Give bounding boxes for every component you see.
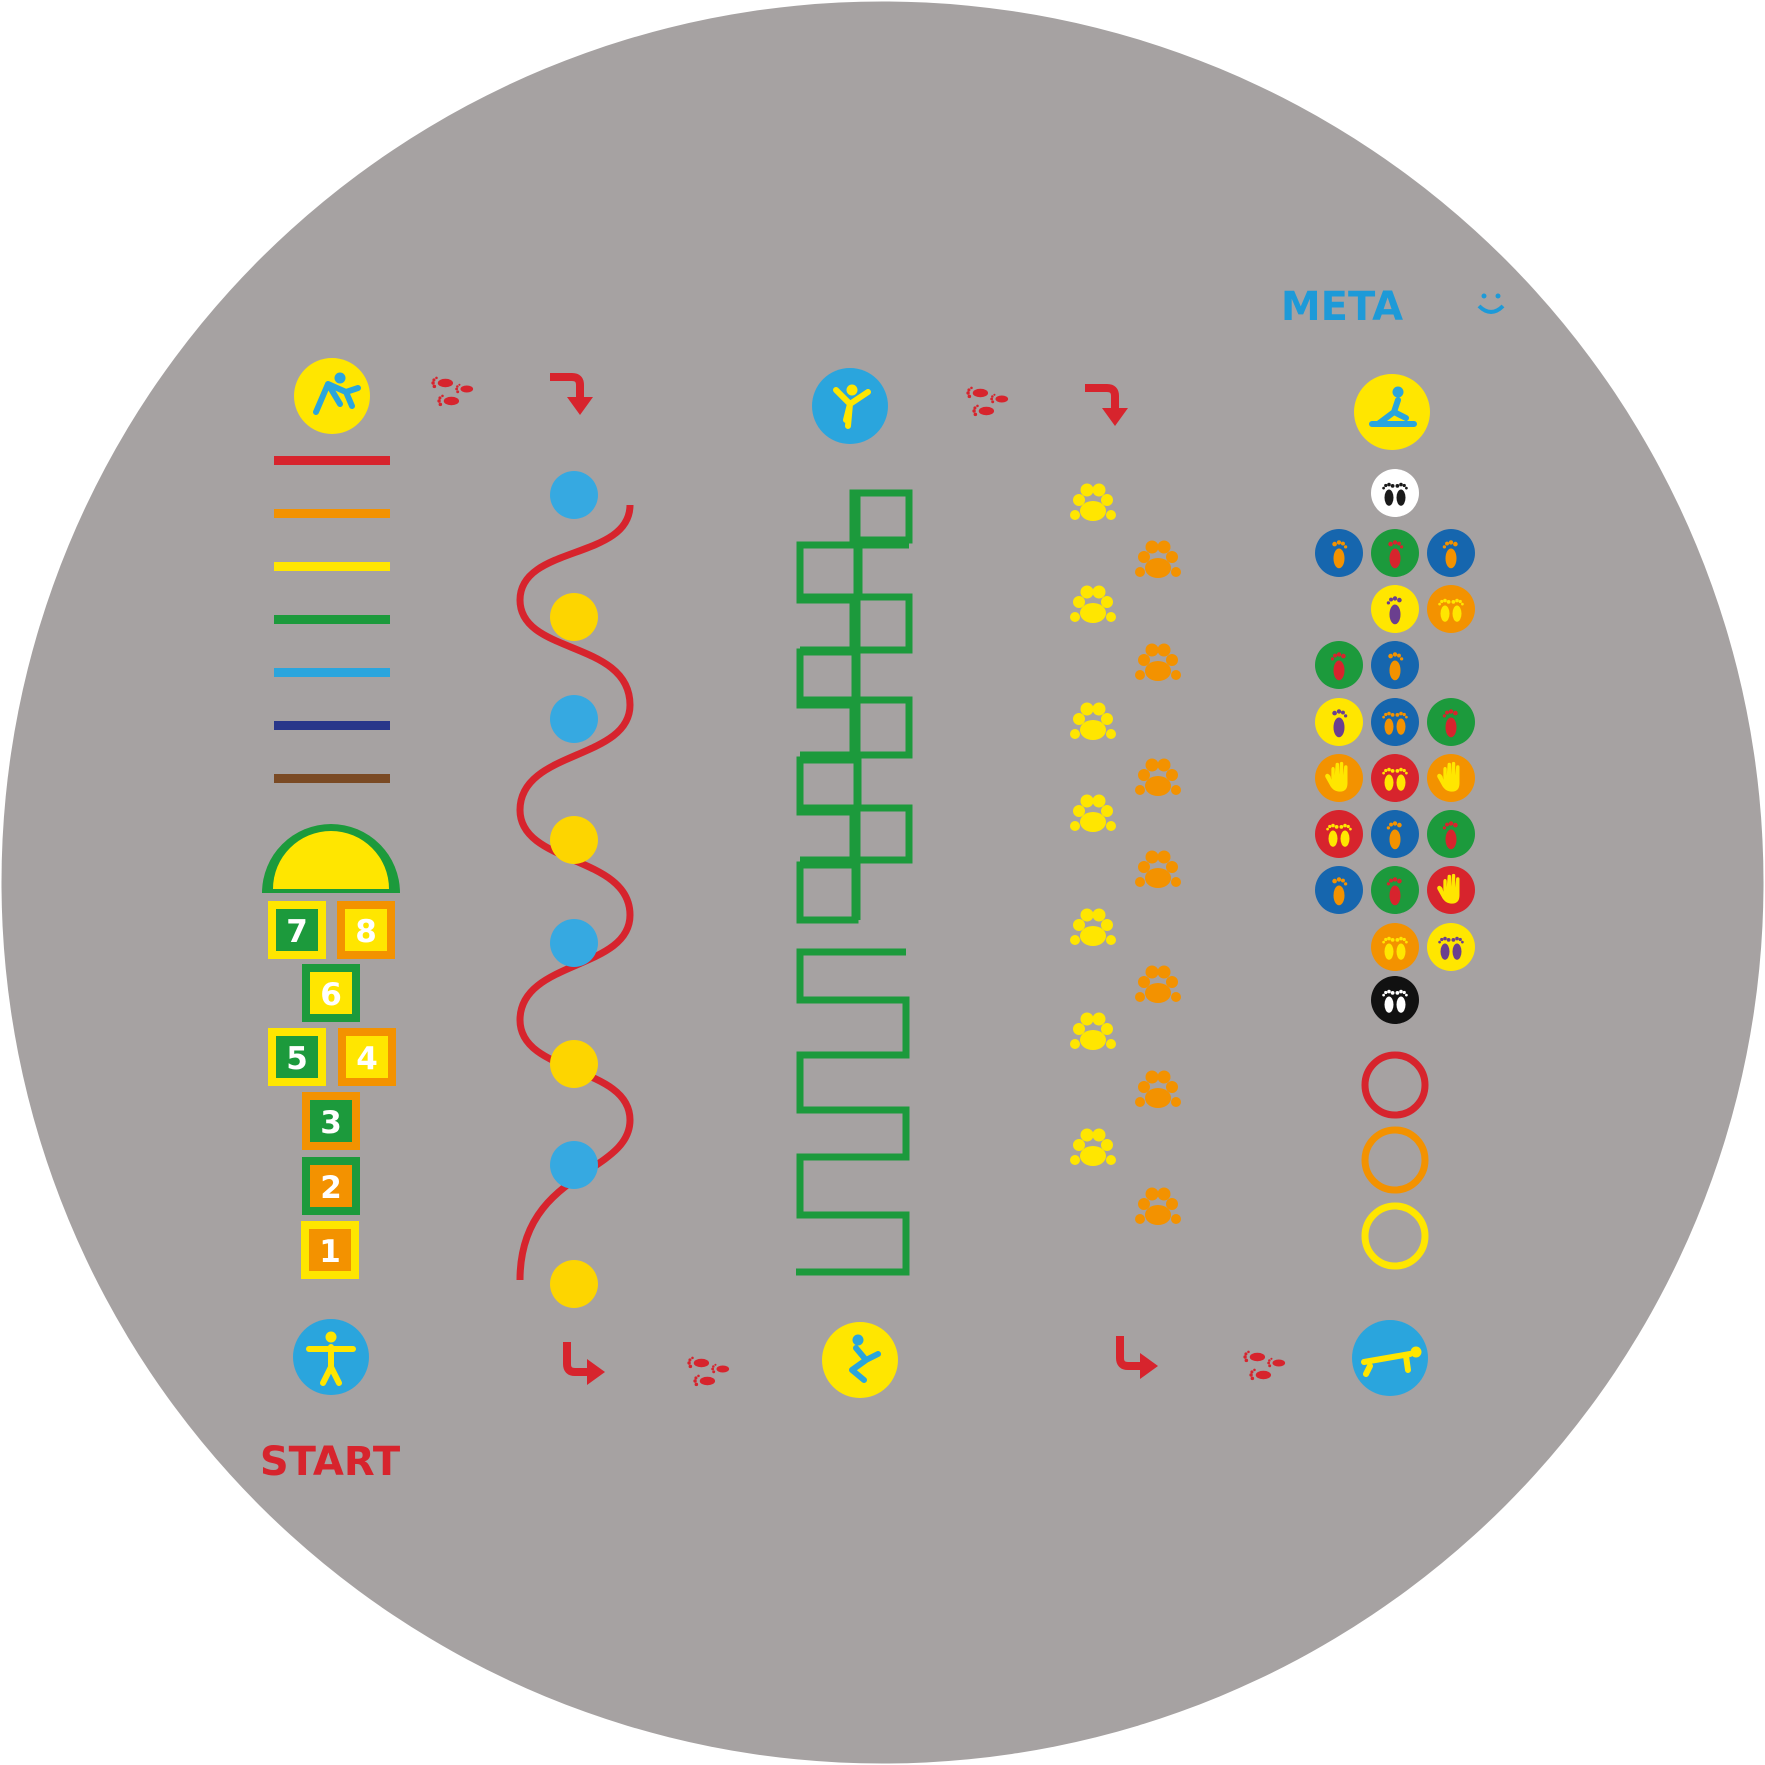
green-maze [796,489,913,1276]
squat-figure-icon [822,1322,898,1398]
hopscotch-number: 1 [319,1234,341,1270]
balance-line-green [274,615,390,624]
hopscotch-dome-fill [273,831,389,889]
wave-track [516,471,634,1308]
hopscotch-square-7: 7 [268,901,326,959]
balance-line-yellow [274,562,390,571]
hopscotch-number: 5 [286,1041,308,1077]
balance-lines [274,456,390,783]
wave-dot [550,1260,598,1308]
twister-spot [1315,641,1363,689]
standing-figure-icon [293,1319,369,1395]
hopscotch-number: 8 [355,914,377,950]
hopscotch-square-3: 3 [302,1092,360,1150]
balance-line-navy [274,721,390,730]
balance-line-orange [274,509,390,518]
wave-dot [550,1141,598,1189]
start-label: START [260,1439,401,1485]
twister-spot [1371,529,1419,577]
hopscotch-number: 7 [286,914,308,950]
twister-spot [1427,529,1475,577]
twister-spot [1371,585,1419,633]
twister-spot [1315,698,1363,746]
hopscotch-square-4: 4 [338,1028,396,1086]
balance-line-brown [274,774,390,783]
wave-dot [550,1040,598,1088]
twister-spot [1371,976,1419,1024]
wave-dot [550,593,598,641]
twister-spot [1427,810,1475,858]
smiley-icon [1477,293,1505,314]
twister-spot [1315,810,1363,858]
hopscotch-number: 6 [320,977,342,1013]
maze-lower [796,948,910,1276]
ring-red [1361,1051,1429,1119]
hopscotch-number: 2 [320,1170,342,1206]
exercise-badges [293,358,1430,1398]
hopscotch-square-6: 6 [302,964,360,1022]
twister-spot [1371,866,1419,914]
ring-yellow [1361,1202,1429,1270]
plank-figure-icon [1352,1320,1428,1396]
twister-spot [1371,923,1419,971]
twister-spot [1371,698,1419,746]
yoga-pose-icon [812,368,888,444]
twister-spot [1371,754,1419,802]
hopscotch-square-2: 2 [302,1157,360,1215]
stretch-figure-icon [294,358,370,434]
balance-line-lightblue [274,668,390,677]
twister-spot [1427,866,1475,914]
meta-label: META [1281,284,1403,330]
jump-rings [1361,1051,1429,1270]
wave-dot [550,816,598,864]
twister-spot [1427,754,1475,802]
wave-dot [550,471,598,519]
ring-orange [1361,1126,1429,1194]
sit-up-figure-icon [1354,374,1430,450]
twister-spot [1315,866,1363,914]
twister-spot [1427,585,1475,633]
twister-spot [1371,469,1419,517]
hopscotch-square-5: 5 [268,1028,326,1086]
hopscotch-square-8: 8 [337,901,395,959]
wave-dot [550,919,598,967]
hopscotch-number: 4 [356,1041,378,1077]
twister-spot [1427,923,1475,971]
twister-spot [1315,754,1363,802]
twister-spot [1371,810,1419,858]
twister-spot [1315,529,1363,577]
wave-dot [550,695,598,743]
twister-spot [1427,698,1475,746]
hopscotch-square-1: 1 [301,1221,359,1279]
twister-grid [1315,469,1475,1024]
hopscotch: 1 2 34 567 8 [262,824,400,1279]
hopscotch-number: 3 [320,1105,342,1141]
twister-spot [1371,641,1419,689]
balance-line-red [274,456,390,465]
